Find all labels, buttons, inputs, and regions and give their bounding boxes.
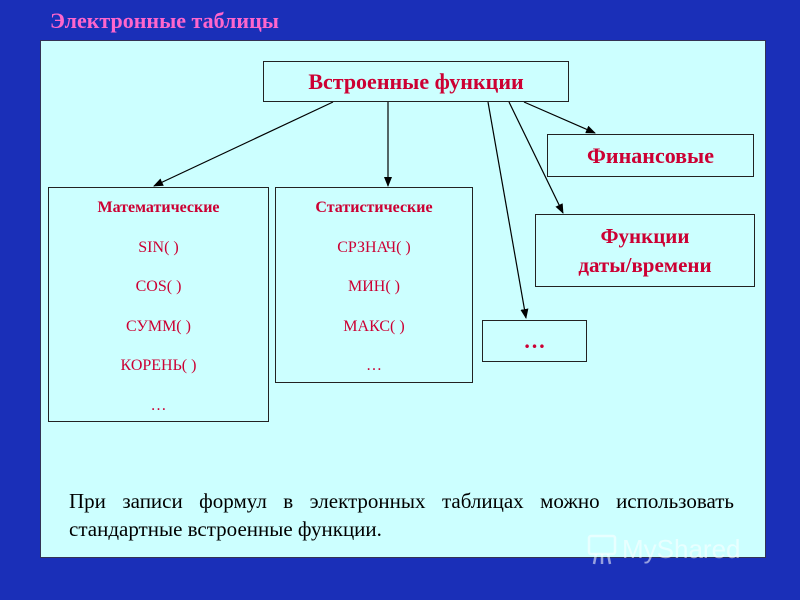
diagram-arrows xyxy=(153,101,596,319)
list-item: МАКС( ) xyxy=(343,317,405,335)
arrow-to-math xyxy=(153,101,334,187)
list-item: … xyxy=(366,357,382,374)
watermark-icon xyxy=(587,534,617,565)
slide-title: Электронные таблицы xyxy=(50,8,279,33)
list-item: СРЗНАЧ( ) xyxy=(337,238,411,256)
arrow-to-more xyxy=(487,101,529,319)
more-node: … xyxy=(482,320,587,362)
math-header: Математические xyxy=(97,199,220,216)
diagram-panel: Встроенные функции Финансовые Функции да… xyxy=(40,40,766,558)
list-item: МИН( ) xyxy=(348,278,400,295)
datetime-line2: даты/времени xyxy=(578,253,712,277)
datetime-line1: Функции xyxy=(600,224,690,248)
arrow-to-financial xyxy=(523,101,596,134)
stat-node: Статистические СРЗНАЧ( ) МИН( ) МАКС( ) … xyxy=(275,187,473,383)
list-item: СУММ( ) xyxy=(126,317,191,335)
watermark-text: MyShared xyxy=(622,534,741,564)
note-text: При записи формул в электронных таблицах… xyxy=(69,489,734,541)
math-node: Математические SIN( ) COS( ) СУММ( ) КОР… xyxy=(48,187,269,422)
root-node: Встроенные функции xyxy=(263,61,569,102)
stat-header: Статистические xyxy=(315,199,433,216)
financial-node: Финансовые xyxy=(547,134,754,177)
list-item: … xyxy=(150,396,167,414)
datetime-node: Функции даты/времени xyxy=(535,214,755,287)
list-item: SIN( ) xyxy=(138,238,179,256)
arrow-to-datetime xyxy=(508,101,564,214)
list-item: COS( ) xyxy=(135,278,182,295)
list-item: КОРЕНЬ( ) xyxy=(120,357,197,374)
